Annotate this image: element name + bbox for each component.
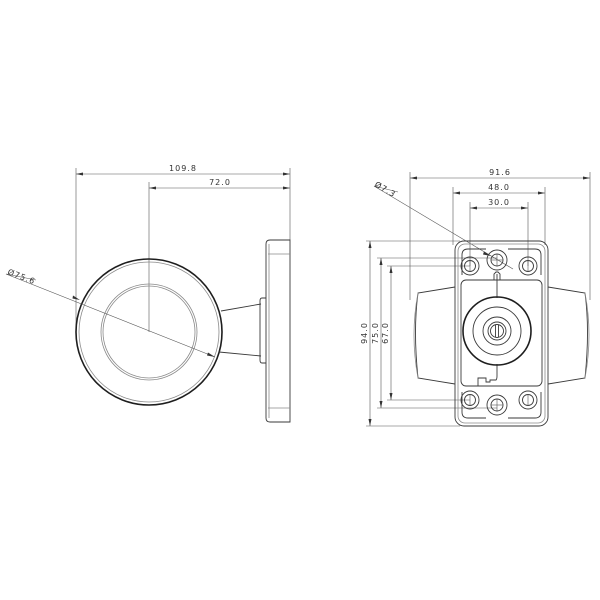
hole-top-left <box>460 256 480 276</box>
bottom-key-notch <box>477 364 498 386</box>
dim-label-109-8: 109.8 <box>169 164 197 173</box>
dimension-hole-diameter: Ø7.3 <box>373 179 514 270</box>
dim-label-diameter-75-6: Ø75.6 <box>6 267 37 287</box>
top-channel <box>461 248 542 256</box>
side-view: 109.8 72.0 Ø75.6 <box>5 164 291 423</box>
grommet-inner <box>482 316 512 346</box>
housing-right-wing-edge <box>584 292 590 379</box>
top-channel-sides <box>461 255 542 275</box>
center-recess <box>460 279 543 387</box>
grommet-outer <box>462 296 532 366</box>
housing-right-wing <box>547 286 588 385</box>
grommet-middle <box>472 306 522 356</box>
housing-left-wing-edge <box>413 292 419 379</box>
cable-sleeve-outer <box>487 321 507 341</box>
hole-bottom-left <box>460 390 480 410</box>
mounting-plate <box>265 239 291 423</box>
dim-label-72-0: 72.0 <box>209 178 231 187</box>
dimension-overall-width: 91.6 <box>410 168 590 180</box>
lens-outer-rim <box>75 258 223 406</box>
dimension-plate-width: 48.0 <box>453 183 545 195</box>
top-notch <box>493 271 501 280</box>
stem-bottom-edge <box>218 351 262 357</box>
lens-rim-inner-edge <box>78 261 220 403</box>
front-view: 91.6 48.0 30.0 Ø7.3 <box>360 168 591 427</box>
lens-inner-ring <box>100 283 198 381</box>
hole-bottom-center <box>486 394 508 416</box>
dim-label-94-0: 94.0 <box>360 322 369 344</box>
dimension-lens-diameter: Ø75.6 <box>5 267 216 358</box>
dim-label-30-0: 30.0 <box>488 198 510 207</box>
cable-sleeve-inner <box>490 324 504 338</box>
dim-label-diameter-7-3: Ø7.3 <box>373 179 398 199</box>
base-plate-inner-edge <box>457 243 546 424</box>
dim-label-75-0: 75.0 <box>371 322 380 344</box>
dimension-hole-spacing: 30.0 <box>470 198 528 210</box>
base-plate-outline <box>454 240 549 427</box>
housing-left-wing <box>415 286 456 385</box>
dimension-overall-length: 109.8 <box>76 164 290 176</box>
stem-top-edge <box>220 303 262 312</box>
dimension-plate-height: 94.0 <box>360 241 372 426</box>
stem-boss <box>259 297 266 364</box>
hole-bottom-right <box>518 390 538 410</box>
dim-label-48-0: 48.0 <box>488 183 510 192</box>
dim-label-67-0: 67.0 <box>381 322 390 344</box>
bottom-channel <box>461 392 542 419</box>
dimension-center-to-base: 72.0 <box>149 178 290 190</box>
hole-top-center <box>486 249 508 271</box>
hole-top-right <box>518 256 538 276</box>
dimension-inner-hole-spacing: 67.0 <box>381 266 393 400</box>
dimension-outer-hole-spacing: 75.0 <box>371 258 383 408</box>
lens-inner-ring-edge <box>102 285 196 379</box>
dim-label-91-6: 91.6 <box>489 168 511 177</box>
